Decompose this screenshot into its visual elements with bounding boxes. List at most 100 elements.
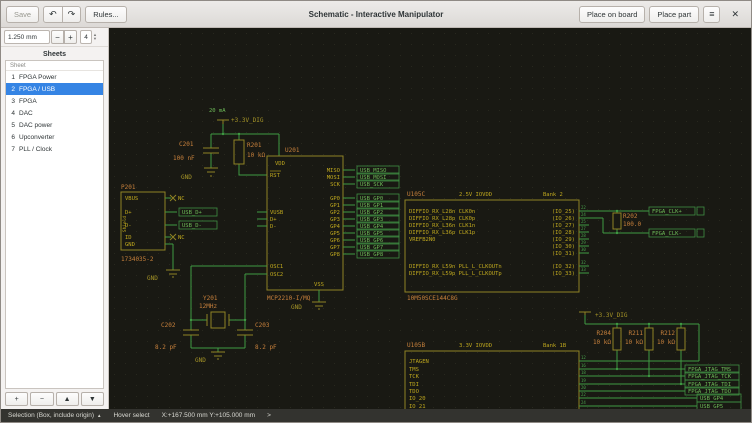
bank-voltage: 2.5V IOVDD: [459, 192, 492, 198]
pin-name: GP2: [330, 210, 340, 216]
pin-name: (IO_26): [552, 216, 575, 222]
main-area: 1.250 mm − + 4 ▲ ▼ Sheets Sheet 1 FPGA P…: [1, 28, 751, 409]
pin-number: 22: [581, 205, 586, 210]
value: 12MHz: [199, 303, 217, 310]
refdes: R204: [597, 330, 612, 337]
grid-minus-button[interactable]: −: [51, 30, 64, 44]
part-number: MCP2210-I/MQ: [267, 295, 311, 302]
ic-u105b[interactable]: U105B 3.3V IOVDD Bank 1B JTAGEN TMS TCK …: [404, 342, 699, 409]
pin-number: 25: [581, 219, 586, 224]
net-label: FPGA_JTAG_TMS: [688, 367, 731, 373]
pin-name: DIFFIO_RX_L36p CLK1p: [409, 230, 475, 236]
undo-icon[interactable]: ↶: [43, 5, 63, 23]
bank-name: Bank 2: [543, 192, 563, 198]
pin-name: RST: [270, 173, 281, 179]
sheet-number: 6: [11, 133, 15, 141]
pin-name: (IO_25): [552, 209, 575, 215]
net-label: USB_GP1: [360, 203, 383, 209]
selection-mode-dropdown[interactable]: Selection (Box, include origin) ▲: [8, 412, 101, 419]
refdes: R212: [661, 330, 676, 337]
grid-spacing-input[interactable]: 1.250 mm: [4, 30, 50, 44]
sheet-row-pll-clock[interactable]: 7 PLL / Clock: [6, 143, 103, 155]
net-label: USB_MOSI: [360, 175, 387, 181]
refdes: P201: [121, 184, 136, 191]
save-button[interactable]: Save: [6, 5, 40, 23]
net-label: USB_GP4: [360, 224, 384, 230]
status-expander[interactable]: >: [267, 412, 271, 419]
selection-mode-label: Selection (Box, include origin): [8, 412, 94, 419]
pin-number: 33: [581, 267, 586, 272]
pin-name: TCK: [409, 374, 420, 380]
resistor-r201[interactable]: R201 10 kΩ: [233, 139, 265, 165]
grid-multiplier: 4 ▲ ▼: [80, 30, 97, 44]
pin-name: SCK: [330, 182, 341, 188]
sheet-row-fpga[interactable]: 3 FPGA: [6, 95, 103, 107]
move-sheet-up-button[interactable]: ▲: [55, 392, 79, 406]
sidebar: 1.250 mm − + 4 ▲ ▼ Sheets Sheet 1 FPGA P…: [1, 28, 109, 409]
crystal-circuit[interactable]: Y201 12MHz C202 8.2 pF C203 8.2 pF GND: [155, 265, 277, 364]
pin-name: GP4: [330, 224, 341, 230]
toolbar-left: Save ↶ ↷ Rules...: [6, 5, 127, 23]
remove-sheet-button[interactable]: −: [30, 392, 54, 406]
pin-name-vss: VSS: [314, 282, 324, 288]
up-arrow-icon[interactable]: ▲: [93, 32, 97, 37]
ic-u105c[interactable]: U105C 2.5V IOVDD Bank 2 DIFFIO_RX_L28n C…: [404, 191, 649, 302]
value: 10 kΩ: [625, 339, 643, 346]
value: 10 kΩ: [657, 339, 675, 346]
pin-name: D+: [125, 210, 132, 216]
pin-number: 30: [581, 247, 586, 252]
pin-name: TMS: [409, 367, 419, 373]
sheet-name: Upconverter: [19, 133, 55, 141]
value: 8.2 pF: [155, 344, 177, 351]
net-label: FPGA_CLK+: [652, 209, 682, 215]
power-net-label: +3.3V_DIG: [595, 312, 628, 319]
resistor-r202[interactable]: R202 100.0 FPGA_CLK+ FPGA_CLK-: [612, 206, 705, 238]
u201-net-labels[interactable]: USB_MISO USB_MOSI USB_SCK USB_GP0 USB_GP…: [356, 165, 400, 259]
power-flag-3v3[interactable]: 20 mA +3.3V_DIG: [209, 108, 280, 176]
down-arrow-icon[interactable]: ▼: [93, 36, 97, 41]
close-icon[interactable]: ✕: [731, 8, 739, 19]
pin-name: GP6: [330, 238, 340, 244]
u105b-net-labels[interactable]: FPGA_JTAG_TMS FPGA_JTAG_TCK FPGA_JTAG_TD…: [684, 364, 742, 409]
value: 100 nF: [173, 155, 195, 162]
place-part-button[interactable]: Place part: [649, 5, 700, 23]
schematic-svg[interactable]: 20 mA +3.3V_DIG C201 100 nF GND R201 10 …: [109, 28, 751, 409]
schematic-canvas[interactable]: 20 mA +3.3V_DIG C201 100 nF GND R201 10 …: [109, 28, 751, 409]
pin-name: VUSB: [270, 210, 284, 216]
refdes: R201: [247, 142, 262, 149]
sheets-panel-title: Sheets: [43, 51, 66, 58]
pin-name-shield: Shield: [122, 216, 128, 233]
sheet-row-upconverter[interactable]: 6 Upconverter: [6, 131, 103, 143]
capacitor-c201[interactable]: C201 100 nF GND: [173, 141, 219, 181]
sheet-name: PLL / Clock: [19, 145, 52, 153]
sheet-name: FPGA / USB: [19, 85, 56, 93]
connector-p201[interactable]: P201 Shield VBUS D+ D- ID GND 1734035-2 …: [120, 184, 218, 282]
jtag-pullups[interactable]: +3.3V_DIG R204 10 kΩ R211 10 kΩ R212 10 …: [579, 311, 700, 384]
grid-multiplier-input[interactable]: 4: [80, 30, 92, 44]
hamburger-menu-icon[interactable]: ≡: [703, 5, 721, 23]
move-sheet-down-button[interactable]: ▼: [80, 392, 104, 406]
pin-name: VREFB2N0: [409, 237, 436, 243]
refdes: Y201: [203, 295, 218, 302]
place-on-board-button[interactable]: Place on board: [578, 5, 646, 23]
rules-button[interactable]: Rules...: [85, 5, 127, 23]
ic-u201[interactable]: U201 VDD RST VUSB D+ D- OSC1 OSC2 MISO M…: [257, 147, 355, 311]
pin-name: GP0: [330, 196, 340, 202]
grid-multiplier-arrows[interactable]: ▲ ▼: [93, 33, 97, 41]
net-label: USB_GP0: [360, 196, 383, 202]
net-label: USB_D+: [182, 210, 203, 216]
sheet-name: DAC power: [19, 121, 53, 129]
pin-number: 22: [581, 392, 586, 397]
redo-icon[interactable]: ↷: [61, 5, 82, 23]
sheet-row-dac-power[interactable]: 5 DAC power: [6, 119, 103, 131]
pin-name: (IO_33): [552, 271, 575, 277]
pin-name: MOSI: [327, 175, 340, 181]
power-net-label: +3.3V_DIG: [231, 117, 264, 124]
sheet-row-fpga-usb[interactable]: 2 FPGA / USB: [6, 83, 103, 95]
pin-name: GP7: [330, 245, 340, 251]
grid-plus-button[interactable]: +: [64, 30, 77, 44]
sheet-row-fpga-power[interactable]: 1 FPGA Power: [6, 71, 103, 83]
sheet-row-dac[interactable]: 4 DAC: [6, 107, 103, 119]
pin-name: DIFFIO_RX_L59n PLL_L_CLKOUTn: [409, 264, 502, 270]
add-sheet-button[interactable]: +: [5, 392, 29, 406]
